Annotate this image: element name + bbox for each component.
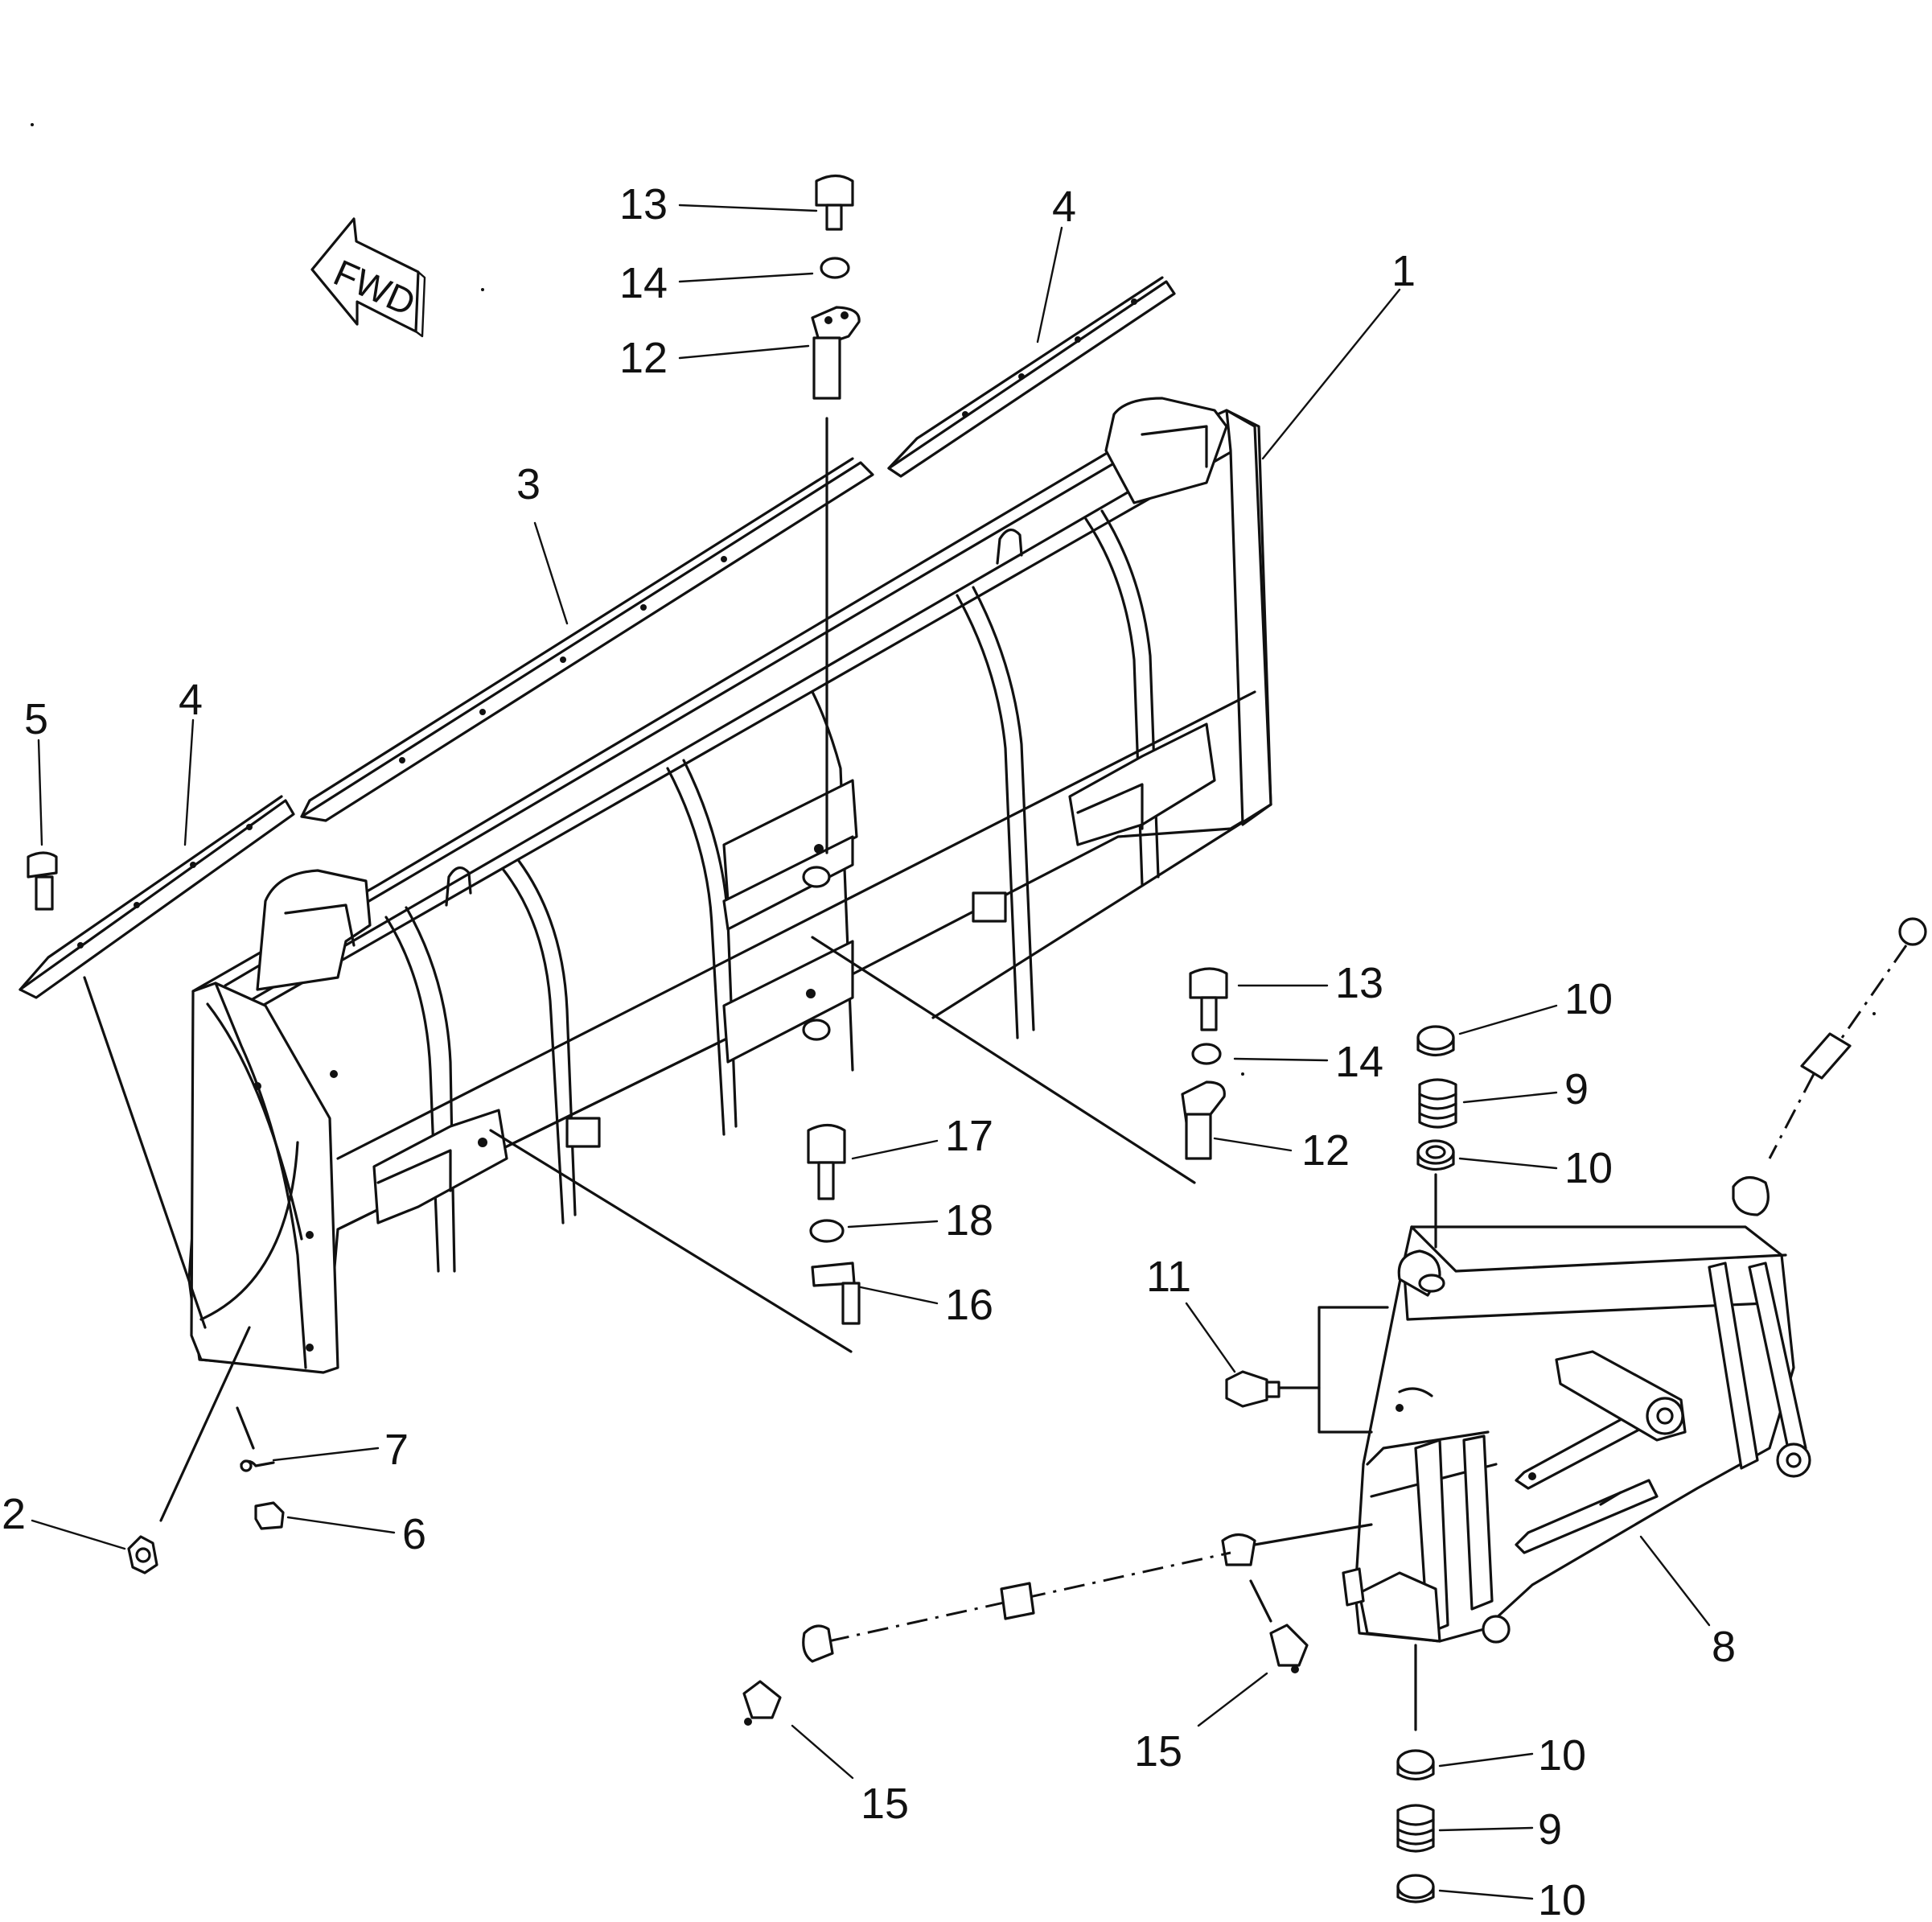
pin-12-right — [1181, 1080, 1226, 1160]
callout-14-top: 14 — [619, 259, 668, 307]
clip-6 — [254, 1501, 285, 1530]
callout-1: 1 — [1391, 247, 1416, 295]
callout-3: 3 — [516, 460, 541, 508]
callout-10-top-1: 10 — [1564, 975, 1613, 1023]
angle-cylinder-bottom — [802, 1523, 1373, 1663]
callout-2: 2 — [2, 1490, 26, 1538]
callout-14-right: 14 — [1335, 1038, 1383, 1086]
callout-9-bottom: 9 — [1538, 1805, 1562, 1854]
callout-4-left: 4 — [179, 676, 203, 724]
callout-6: 6 — [402, 1510, 426, 1558]
end-bit-left-part-4 — [18, 795, 295, 999]
spring-9-bottom — [1396, 1804, 1435, 1853]
callout-labels: 13 14 12 4 1 3 5 4 13 14 12 10 9 10 17 1… — [2, 180, 1736, 1922]
callout-11: 11 — [1146, 1253, 1191, 1301]
callout-9-top: 9 — [1564, 1065, 1589, 1113]
angle-cylinder-right — [1732, 917, 1927, 1216]
cotter-pin-7 — [240, 1459, 275, 1472]
cushion-10-top-2 — [1416, 1139, 1455, 1171]
cushion-10-bottom-1 — [1396, 1749, 1435, 1781]
pin-16 — [811, 1261, 861, 1325]
cutting-edge-part-3 — [300, 457, 874, 822]
bolt-13-top — [815, 174, 854, 231]
callout-12-top: 12 — [619, 334, 668, 382]
nut-2 — [127, 1535, 158, 1574]
callout-10-bottom-2: 10 — [1538, 1876, 1586, 1922]
callout-12-right: 12 — [1301, 1126, 1350, 1175]
blade-assembly — [187, 397, 1272, 1374]
callout-15-left: 15 — [861, 1780, 909, 1828]
frame-part-8 — [1342, 1225, 1811, 1644]
grease-fitting-15-left — [742, 1680, 782, 1726]
callout-13-top: 13 — [619, 180, 668, 228]
callout-8: 8 — [1712, 1623, 1736, 1671]
spring-9-top — [1418, 1078, 1457, 1129]
pin-12-top — [811, 306, 861, 400]
bolt-17 — [807, 1123, 846, 1200]
leader-lines — [31, 204, 1711, 1900]
callout-18: 18 — [945, 1196, 993, 1245]
callout-16: 16 — [945, 1281, 993, 1329]
end-bit-right-part-4 — [887, 276, 1176, 478]
grease-fitting-11 — [1225, 1370, 1321, 1408]
callout-10-top-2: 10 — [1564, 1144, 1613, 1192]
washer-18 — [809, 1219, 845, 1243]
fwd-arrow-icon: FWD — [310, 217, 426, 338]
cushion-10-bottom-2 — [1396, 1874, 1435, 1903]
callout-17: 17 — [945, 1112, 993, 1160]
callout-15-right: 15 — [1134, 1727, 1182, 1776]
washer-14-right — [1191, 1043, 1222, 1065]
callout-7: 7 — [384, 1426, 409, 1474]
washer-14-top — [820, 257, 850, 279]
bolt-13-right — [1189, 967, 1228, 1031]
bolt-5 — [27, 851, 58, 911]
callout-10-bottom-1: 10 — [1538, 1731, 1586, 1780]
grease-fitting-15-right — [1269, 1624, 1309, 1673]
callout-5: 5 — [24, 695, 48, 743]
callout-4-right: 4 — [1052, 183, 1076, 231]
callout-13-right: 13 — [1335, 959, 1383, 1007]
cushion-10-top-1 — [1416, 1025, 1455, 1057]
